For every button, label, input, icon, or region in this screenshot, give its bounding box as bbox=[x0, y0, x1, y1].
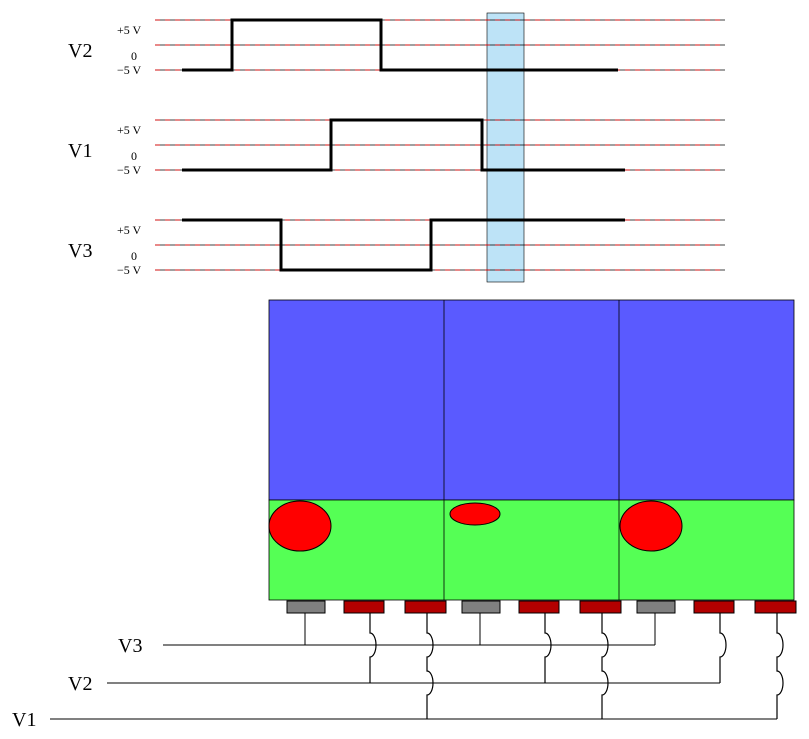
electrode-v3 bbox=[461, 600, 501, 614]
waveform-label: V1 bbox=[68, 140, 92, 162]
charge-packet bbox=[268, 500, 332, 552]
signal-trace bbox=[182, 18, 618, 72]
electrode-v3 bbox=[636, 600, 676, 614]
electrode-active bbox=[754, 600, 797, 614]
level-label: −5 V bbox=[117, 263, 142, 277]
electrode-active bbox=[579, 600, 622, 614]
level-label: +5 V bbox=[117, 123, 142, 137]
electrode-active bbox=[693, 600, 735, 614]
level-label: 0 bbox=[131, 149, 137, 163]
electrode-active bbox=[404, 600, 447, 614]
level-label: +5 V bbox=[117, 223, 142, 237]
waveform-v2: V2 +5 V 0−5 V bbox=[68, 18, 725, 77]
wire-v2 bbox=[719, 613, 727, 683]
lower-layer bbox=[268, 499, 795, 601]
level-label: −5 V bbox=[117, 163, 142, 177]
time-highlight-band bbox=[486, 12, 525, 283]
waveform-group: V2+5 V0−5 VV1+5 V0−5 VV3+5 V0−5 V bbox=[68, 18, 725, 277]
level-label: 0 bbox=[131, 49, 137, 63]
electrode-v3 bbox=[286, 600, 326, 614]
electrode-wiring bbox=[50, 600, 797, 720]
signal-trace bbox=[182, 118, 625, 172]
signal-trace bbox=[182, 218, 625, 272]
upper-layer bbox=[268, 299, 795, 501]
level-label: −5 V bbox=[117, 63, 142, 77]
pixel-array bbox=[268, 299, 795, 601]
charge-packet bbox=[619, 500, 683, 552]
wire-v1 bbox=[426, 613, 434, 719]
waveform-label: V2 bbox=[68, 40, 92, 62]
wire-v1 bbox=[776, 613, 784, 719]
waveform-v1: V1 +5 V 0−5 V bbox=[68, 118, 725, 177]
waveform-v3: V3 +5 V 0−5 V bbox=[68, 218, 725, 277]
bus-label-v1: V1 bbox=[12, 709, 36, 731]
level-label: +5 V bbox=[117, 23, 142, 37]
charge-packet bbox=[449, 502, 501, 526]
electrode-active bbox=[343, 600, 385, 614]
wire-v2 bbox=[369, 613, 377, 683]
wire-v1 bbox=[601, 613, 609, 719]
bus-label-v2: V2 bbox=[68, 673, 92, 695]
wire-v2 bbox=[544, 613, 552, 683]
bus-label-v3: V3 bbox=[118, 635, 142, 657]
electrode-active bbox=[518, 600, 560, 614]
waveform-label: V3 bbox=[68, 240, 92, 262]
level-label: 0 bbox=[131, 249, 137, 263]
